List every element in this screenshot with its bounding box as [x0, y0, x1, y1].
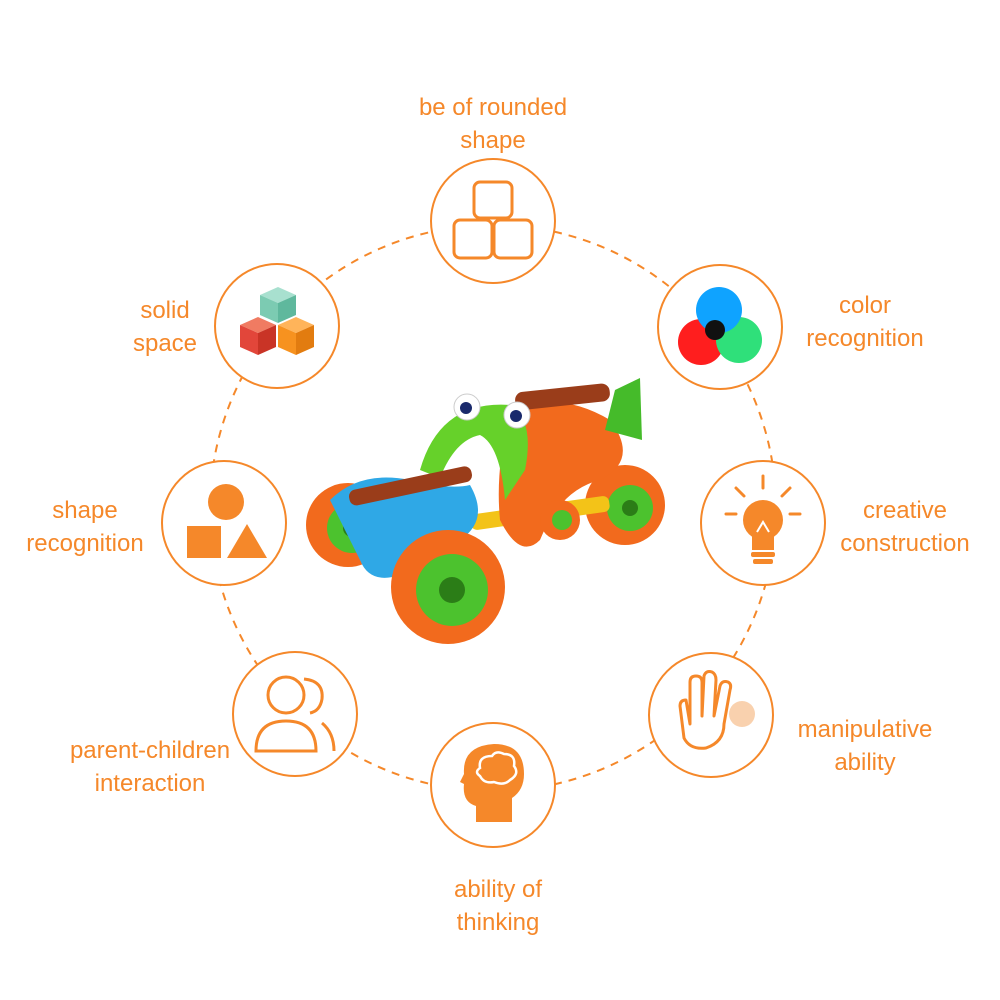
two-people-icon	[254, 675, 336, 753]
feature-node-color-recognition	[657, 264, 783, 390]
feature-node-creative-construction	[700, 460, 826, 586]
feature-node-manipulative-ability	[648, 652, 774, 778]
feature-node-ability-of-thinking	[430, 722, 556, 848]
brain-head-icon	[460, 744, 524, 822]
feature-node-solid-space	[214, 263, 340, 389]
hand-icon	[678, 670, 755, 750]
shapes-icon	[187, 484, 267, 558]
feature-node-shape-recognition	[161, 460, 287, 586]
feature-node-parent-children	[232, 651, 358, 777]
feature-node-rounded-shape	[430, 158, 556, 284]
rgb-circles-icon	[678, 287, 762, 365]
lightbulb-icon	[724, 474, 802, 564]
rounded-cubes-icon	[452, 180, 534, 260]
stacked-cubes-icon	[240, 287, 314, 355]
